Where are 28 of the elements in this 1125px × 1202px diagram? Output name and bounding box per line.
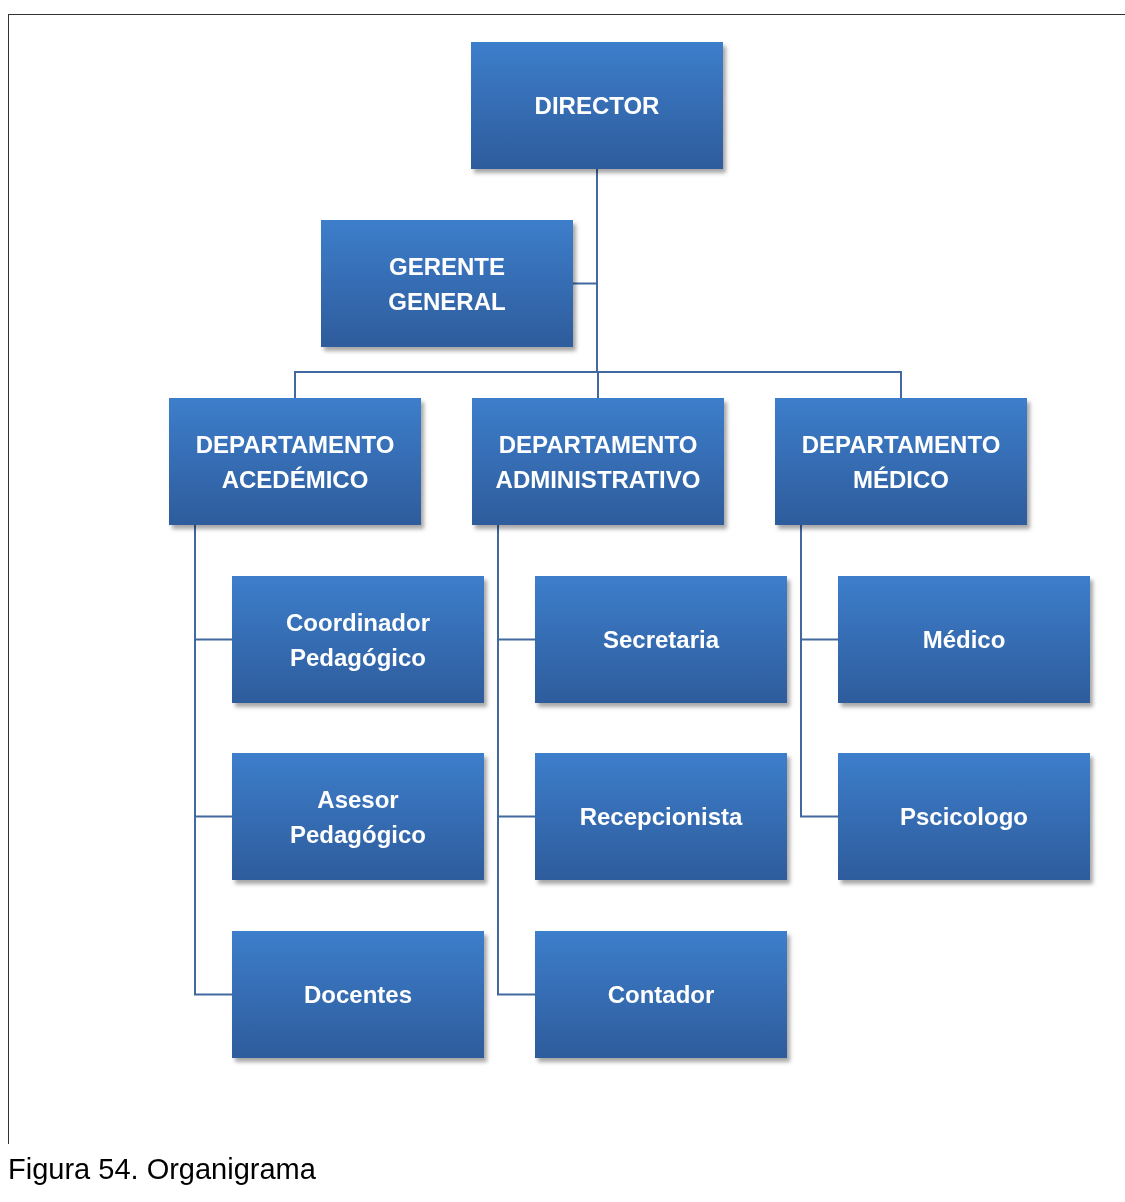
box-label: Coordinador Pedagógico [285, 607, 431, 673]
org-box [535, 931, 787, 1058]
org-box [321, 220, 573, 347]
box-label: Asesor Pedagógico [289, 784, 427, 850]
org-box [169, 398, 421, 525]
box-label: GERENTE GENERAL [387, 251, 507, 317]
org-box [232, 576, 484, 703]
figure-caption: Figura 54. Organigrama [8, 1152, 316, 1187]
org-box [535, 576, 787, 703]
box-label: Médico [922, 625, 1006, 655]
box-label: Pscicologo [900, 802, 1028, 832]
box-label: Recepcionista [579, 802, 743, 832]
box-label: Secretaria [602, 625, 720, 655]
box-label: DEPARTAMENTO ACEDÉMICO [194, 429, 396, 495]
box-label: DEPARTAMENTO ADMINISTRATIVO [494, 429, 702, 495]
org-box [775, 398, 1027, 525]
box-label: Contador [607, 980, 715, 1010]
org-box [232, 753, 484, 880]
org-box [838, 576, 1090, 703]
box-label: DIRECTOR [534, 91, 660, 121]
org-box [535, 753, 787, 880]
box-label: Docentes [303, 980, 412, 1010]
org-box [471, 42, 723, 169]
box-label: DEPARTAMENTO MÉDICO [800, 429, 1002, 495]
org-box [472, 398, 724, 525]
connector-line [800, 524, 839, 818]
org-box [232, 931, 484, 1058]
org-box [838, 753, 1090, 880]
